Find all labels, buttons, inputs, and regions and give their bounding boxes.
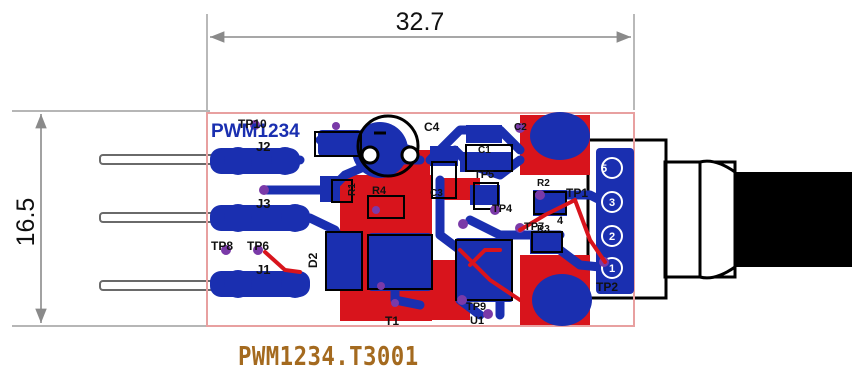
pin-3-number: 3 <box>609 197 615 209</box>
label-j3: J3 <box>256 196 270 211</box>
label-tp1: TP1 <box>566 186 588 200</box>
board-name: PWM1234 <box>211 121 300 142</box>
pin-5-number: 5 <box>601 163 607 175</box>
label-tp7: TP7 <box>524 221 544 233</box>
label-tp8: TP8 <box>211 239 233 253</box>
label-c2: C2 <box>514 122 527 133</box>
height-dimension: 16.5 <box>12 110 210 327</box>
label-tp2: TP2 <box>596 280 618 294</box>
label-tp10: TP10 <box>238 117 267 131</box>
label-c4: C4 <box>424 120 440 134</box>
label-r1: R1 <box>347 183 358 196</box>
width-dimension: 32.7 <box>206 8 635 110</box>
label-t1: T1 <box>385 314 399 328</box>
label-tp9: TP9 <box>466 301 486 313</box>
label-r3: R3 <box>537 224 550 235</box>
silkscreen-labels: TP10 J2 J3 J1 TP8 TP6 D2 C4 C2 C1 C3 R1 … <box>211 117 618 328</box>
connector-pin-numbers: 5 3 2 1 4 <box>557 163 615 275</box>
c4-capacitor <box>356 114 420 178</box>
label-tp4: TP4 <box>492 203 513 215</box>
width-value: 32.7 <box>396 8 445 36</box>
label-tp5: TP5 <box>474 169 494 181</box>
board-reference: PWM1234.T3001 <box>238 342 419 372</box>
connector-pins <box>601 157 623 279</box>
vias <box>221 120 609 319</box>
label-j1: J1 <box>256 262 270 277</box>
label-j2: J2 <box>256 139 270 154</box>
label-r4: R4 <box>372 185 387 197</box>
label-r2: R2 <box>537 178 550 189</box>
label-c3: C3 <box>430 188 443 199</box>
label-d2: D2 <box>306 252 320 268</box>
output-cable <box>586 138 852 300</box>
component-outlines <box>314 131 567 301</box>
label-u1: U1 <box>470 315 484 327</box>
height-value: 16.5 <box>12 198 40 247</box>
label-tp6: TP6 <box>247 239 269 253</box>
label-c1: C1 <box>478 145 491 156</box>
pin-1-number: 1 <box>609 263 615 275</box>
top-traces <box>263 198 607 302</box>
pin-2-number: 2 <box>609 231 615 243</box>
pin-4-number: 4 <box>557 215 564 227</box>
